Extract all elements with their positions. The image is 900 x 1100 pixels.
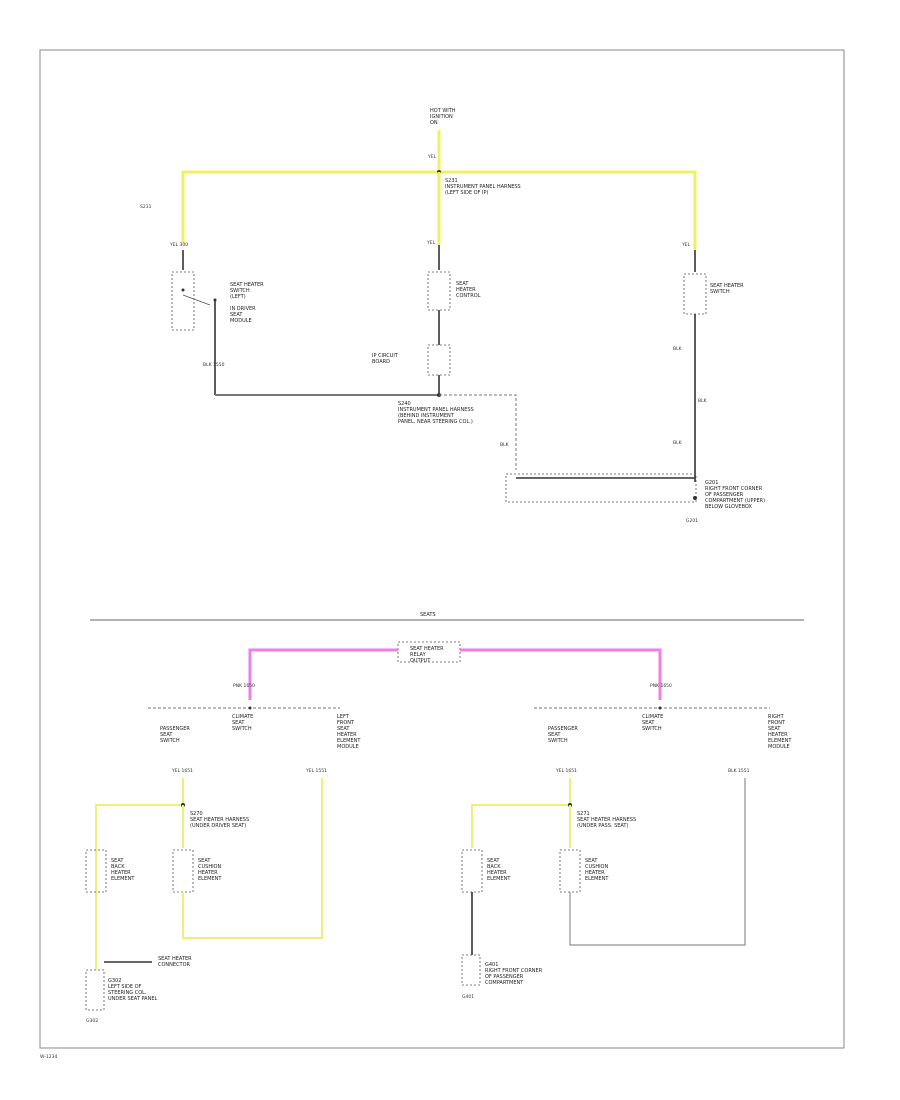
top-feed-wire-label: YEL xyxy=(427,154,437,160)
lower-right-heater-cushion xyxy=(559,849,581,893)
left-switch-contact-1 xyxy=(181,288,185,292)
center-module-body xyxy=(427,344,451,376)
right-return-label-3: BLK xyxy=(673,440,683,446)
center-module-label: IP CIRCUIT BOARD xyxy=(372,353,400,365)
bottom-circuit: SEAT HEATER RELAY OUTPUT PNK 1650 PNK 16… xyxy=(85,641,793,1024)
right-return-label: BLK xyxy=(673,346,683,352)
top-circuit: HOT WITH IGNITION ON YEL S231 INSTRUMENT… xyxy=(140,108,767,524)
lower-right-heater-back-label: SEAT BACK HEATER ELEMENT xyxy=(487,858,511,882)
lower-right-ground-code: G401 xyxy=(462,994,474,1000)
lower-right-heater-back xyxy=(461,849,483,893)
lower-right-wire-a-label: YEL 1651 xyxy=(555,768,577,774)
ground-dashed-wire xyxy=(439,394,517,470)
lower-left-ground-code: G302 xyxy=(86,1018,98,1024)
ground-splice-label: S240 INSTRUMENT PANEL HARNESS (BEHIND IN… xyxy=(398,401,475,425)
hot-source-label: HOT WITH IGNITION ON xyxy=(430,108,457,126)
lower-left-splice: S270 SEAT HEATER HARNESS (UNDER DRIVER S… xyxy=(190,811,251,829)
diagram-frame xyxy=(39,49,845,1049)
bottom-source-label: SEAT HEATER RELAY OUTPUT xyxy=(410,646,445,664)
lower-right-heater-cushion-label: SEAT CUSHION HEATER ELEMENT xyxy=(585,858,610,882)
lower-left-module-node xyxy=(248,706,252,710)
lower-left-heater-back xyxy=(85,849,107,893)
center-feed-wire-label: YEL xyxy=(426,240,436,246)
lower-right-return xyxy=(569,778,746,946)
ground-code: G201 xyxy=(686,518,698,524)
lower-left-wire-b-label: YEL 1551 xyxy=(305,768,327,774)
lower-right-switch: PASSENGER SEAT SWITCH xyxy=(548,726,579,744)
lower-right-ground-box xyxy=(461,954,481,986)
lower-right-wire-b-label: BLK 1551 xyxy=(728,768,750,774)
left-branch-label: S231 xyxy=(140,204,152,210)
lower-right-branch xyxy=(471,804,570,848)
lower-left-heater-cushion-label: SEAT CUSHION HEATER ELEMENT xyxy=(198,858,223,882)
right-switch-body xyxy=(683,273,707,315)
bottom-source-box xyxy=(397,641,461,663)
lower-left-heater-back-label: SEAT BACK HEATER ELEMENT xyxy=(111,858,135,882)
lower-right-ground: G401 RIGHT FRONT CORNER OF PASSENGER COM… xyxy=(485,962,544,986)
pink-left-wire-label: PNK 1650 xyxy=(233,683,255,689)
lower-left-desc: LEFT FRONT SEAT HEATER ELEMENT MODULE xyxy=(337,714,362,750)
left-switch-body xyxy=(171,271,195,331)
top-splice-label: S231 INSTRUMENT PANEL HARNESS (LEFT SIDE… xyxy=(445,178,522,196)
lower-right-splice: S271 SEAT HEATER HARNESS (UNDER PASS. SE… xyxy=(577,811,638,829)
lower-right-control: CLIMATE SEAT SWITCH xyxy=(642,714,665,732)
lower-left-wire-a-label: YEL 1651 xyxy=(171,768,193,774)
pink-right-wire xyxy=(460,648,662,700)
lower-left-branch xyxy=(95,804,183,970)
center-switch-label: SEAT HEATER CONTROL xyxy=(456,281,481,299)
left-switch-blade xyxy=(182,294,211,306)
section-divider-label: SEATS xyxy=(420,612,436,618)
lower-right-module-node xyxy=(658,706,662,710)
center-switch-body xyxy=(427,271,451,311)
lower-left-ground-box xyxy=(85,969,105,1011)
pink-left-wire xyxy=(248,648,398,700)
lower-left-connector: SEAT HEATER CONNECTOR xyxy=(158,956,193,968)
right-switch-label: SEAT HEATER SWITCH xyxy=(710,283,745,295)
lower-right-desc: RIGHT FRONT SEAT HEATER ELEMENT MODULE xyxy=(768,714,793,750)
lower-left-ground: G302 LEFT SIDE OF STEERING COL. UNDER SE… xyxy=(108,978,157,1002)
right-feed-wire-label: YEL xyxy=(681,242,691,248)
pink-right-wire-label: PNK 1650 xyxy=(650,683,672,689)
ground-mid-label: BLK xyxy=(500,442,510,448)
ground-connector-body xyxy=(505,473,697,503)
lower-left-heater-cushion xyxy=(172,849,194,893)
ground-node xyxy=(693,496,697,500)
lower-left-switch: PASSENGER SEAT SWITCH xyxy=(160,726,191,744)
left-return-label: BLK 1550 xyxy=(203,362,225,368)
left-switch-label: SEAT HEATER SWITCH (LEFT) xyxy=(230,282,265,300)
left-switch-desc: IN DRIVER SEAT MODULE xyxy=(230,306,257,324)
left-feed-wire-label: YEL 300 xyxy=(169,242,188,248)
ground-label: G201 RIGHT FRONT CORNER OF PASSENGER COM… xyxy=(705,480,767,510)
page-code: W-1234 xyxy=(40,1054,57,1060)
lower-left-return xyxy=(182,778,323,939)
right-return-label-2: BLK xyxy=(698,398,708,404)
lower-left-control: CLIMATE SEAT SWITCH xyxy=(232,714,255,732)
